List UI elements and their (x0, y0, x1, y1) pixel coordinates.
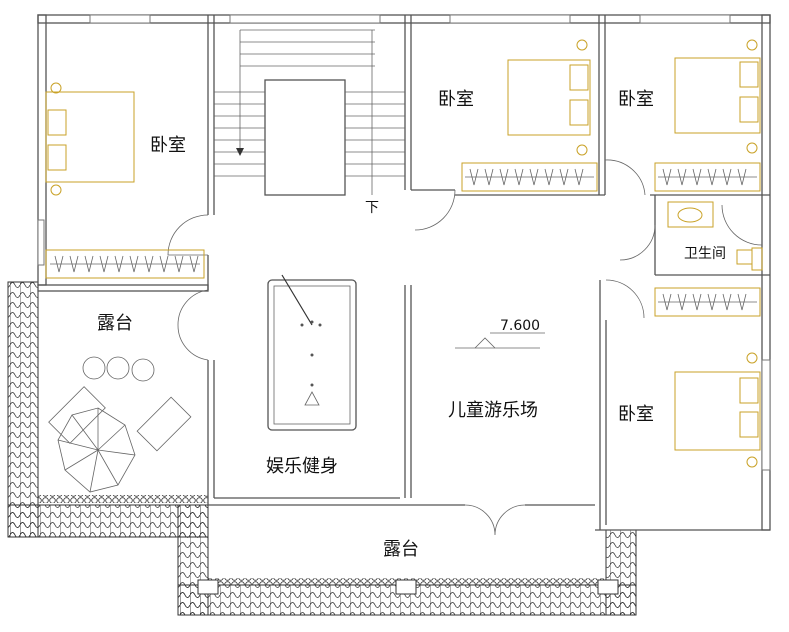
room-label-gym: 娱乐健身 (266, 456, 338, 477)
bathroom-fixtures (667, 201, 763, 271)
terrace-balustrade (7, 281, 637, 616)
billiard-table (267, 274, 357, 431)
doors (167, 159, 656, 536)
room-label-bedroom-left: 卧室 (150, 135, 186, 156)
room-label-terrace-left: 露台 (97, 313, 133, 334)
elevation-label: 7.600 (500, 318, 540, 334)
wardrobe (45, 249, 205, 279)
walls (37, 14, 771, 531)
room-label-bedroom-center: 卧室 (438, 89, 474, 110)
bed (674, 39, 761, 154)
stair-arrow-icon (236, 148, 244, 156)
room-label-bathroom: 卫生间 (684, 246, 726, 262)
bed (674, 352, 761, 468)
room-label-bedroom-lower-right: 卧室 (618, 404, 654, 425)
wardrobe (461, 162, 598, 192)
wardrobe (654, 162, 761, 192)
wardrobe (654, 287, 761, 317)
elevation-marker: 7.600 (455, 318, 545, 349)
bed (507, 39, 591, 156)
staircase (214, 29, 405, 196)
pillar (597, 579, 619, 595)
patio-furniture (48, 356, 192, 493)
room-label-terrace-bottom: 露台 (383, 539, 419, 560)
bed (45, 82, 135, 196)
pillar (197, 579, 219, 595)
stair-direction-label: 下 (365, 200, 379, 216)
pillar (395, 579, 417, 595)
room-label-playground: 儿童游乐场 (448, 400, 538, 421)
room-label-bedroom-right: 卧室 (618, 89, 654, 110)
